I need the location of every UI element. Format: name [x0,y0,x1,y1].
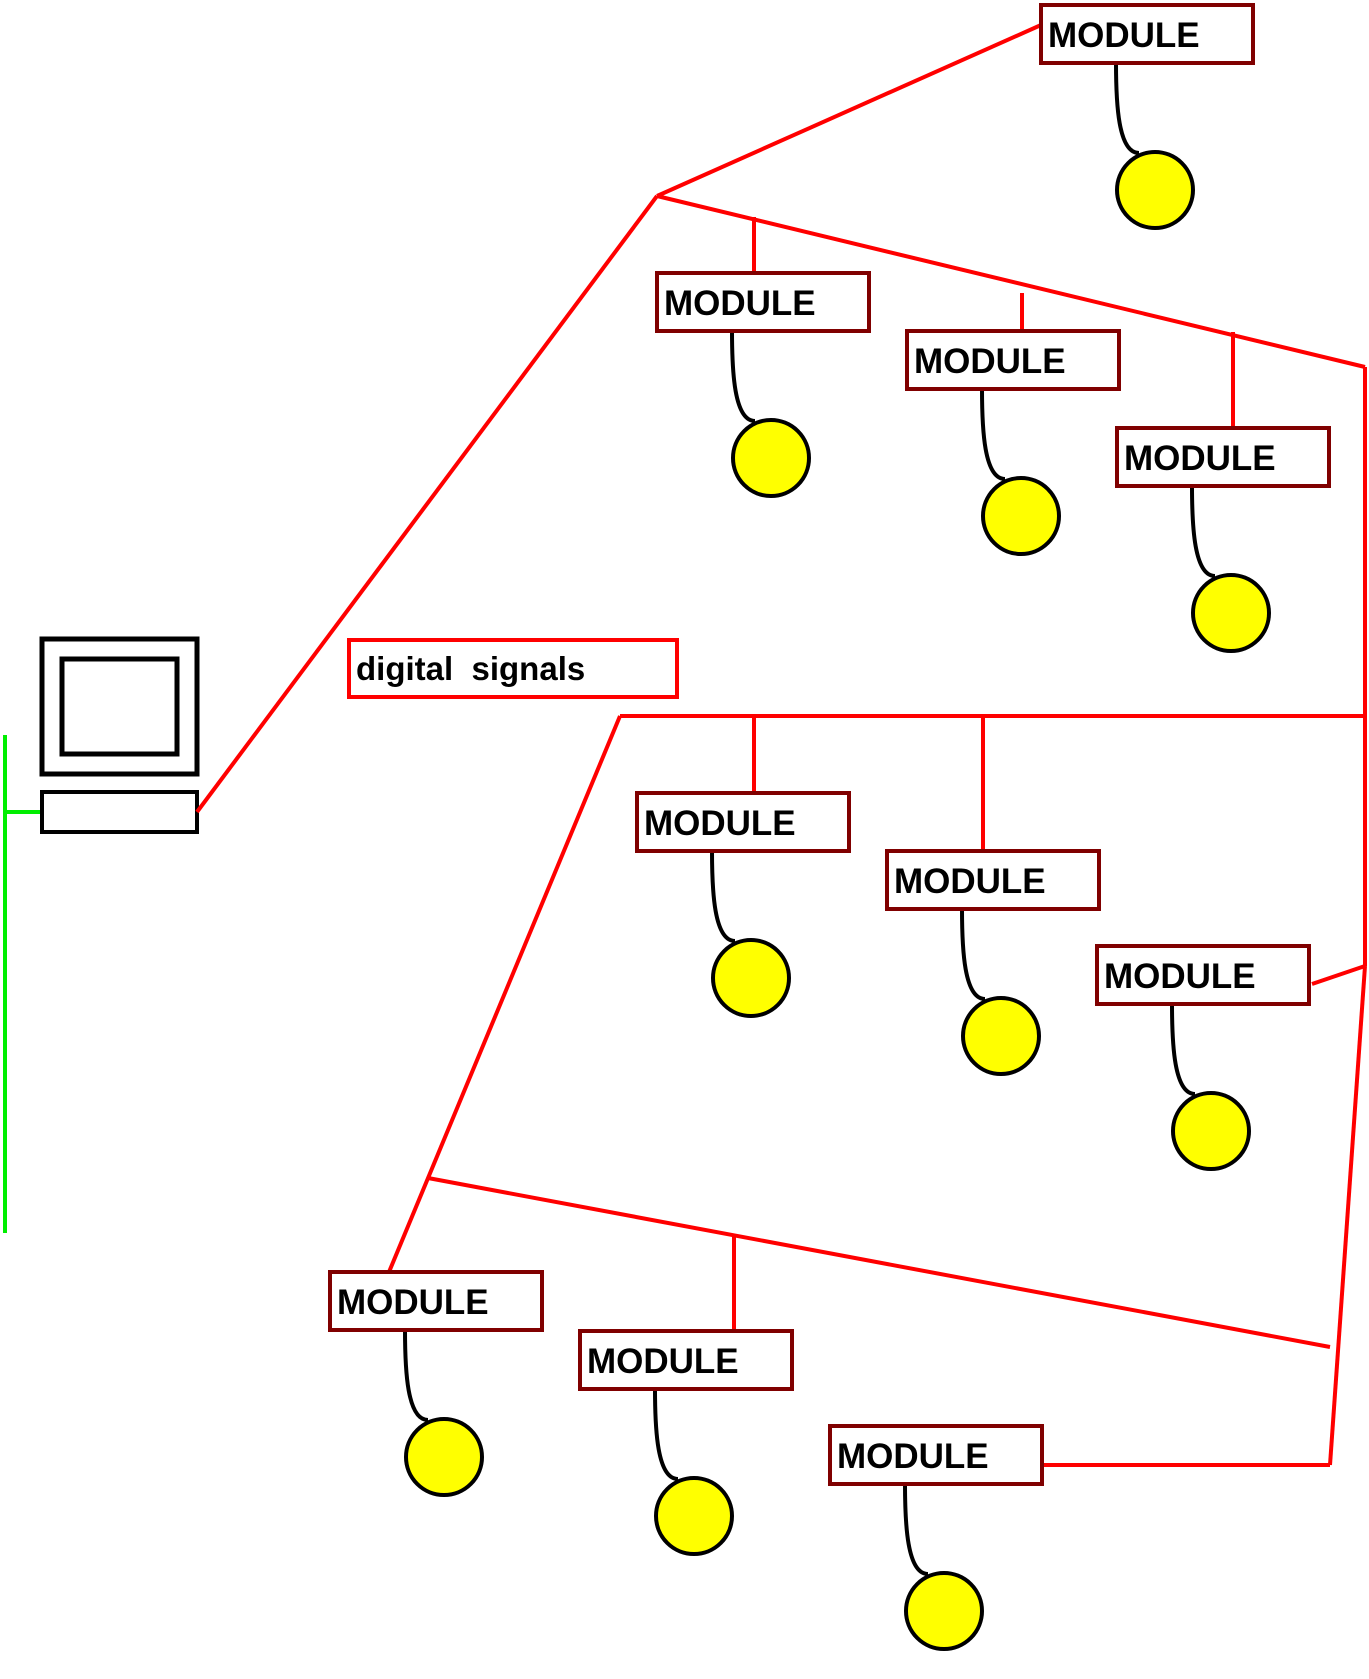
lamp-bulb-icon [961,996,1041,1076]
keyboard [40,790,199,834]
module-label: MODULE [1104,957,1256,996]
module-5: MODULE [635,791,851,1018]
module-label: MODULE [644,804,796,843]
bus-upper-diagonal [656,194,1366,369]
bus-lower-diagonal [427,1176,1331,1349]
lamp-bulb-icon [1171,1091,1251,1171]
module-3: MODULE [905,329,1121,556]
signal-label: digital signals [356,650,585,687]
lamp-cord [1114,62,1140,155]
bus-hub-to-top-module [656,23,1042,198]
module-label: MODULE [1124,439,1276,478]
module-label: MODULE [337,1283,489,1322]
network-line [3,735,42,1233]
lamp-cord [653,1388,679,1481]
lamp-bulb-icon [904,1571,984,1651]
lamp-bulb-icon [731,418,811,498]
desktop-computer-icon [39,636,200,834]
monitor-frame [39,636,200,777]
signal-label-box: digital signals [347,638,679,699]
module-9: MODULE [578,1329,794,1556]
lamp-bulb-icon [981,476,1061,556]
module-label: MODULE [914,342,1066,381]
lamp-cord [403,1329,429,1422]
module-layer: MODULE MODULE MODULE MODULE MODULE MODULE MODU… [328,3,1331,1651]
module-box [578,1329,794,1391]
lamp-cord [730,330,756,423]
monitor-screen [59,656,180,757]
lamp-bulb-icon [711,938,791,1018]
module-label: MODULE [587,1342,739,1381]
bus-lines [195,23,1367,1467]
lamp-cord [980,388,1006,481]
module-8: MODULE [328,1270,544,1497]
module-1: MODULE [1039,3,1255,230]
module-box [1115,426,1331,488]
module-label: MODULE [664,284,816,323]
lamp-bulb-icon [654,1476,734,1556]
lamp-cord [960,908,986,1001]
module-box [885,849,1101,911]
module-2: MODULE [655,271,871,498]
module-box [828,1424,1044,1486]
module-box [1095,944,1311,1006]
bus-computer-to-hub [195,194,659,814]
module-box [655,271,871,333]
module-4: MODULE [1115,426,1331,653]
bus-right-lower [1328,965,1367,1466]
module-box [328,1270,544,1332]
lamp-bulb-icon [1115,150,1195,230]
lamp-cord [903,1483,929,1576]
module-box [905,329,1121,391]
module-7: MODULE [1095,944,1311,1171]
module-label: MODULE [837,1437,989,1476]
module-box [1039,3,1255,65]
lamp-bulb-icon [404,1417,484,1497]
module-10: MODULE [828,1424,1044,1651]
lamp-cord [710,850,736,943]
module-6: MODULE [885,849,1101,1076]
lamp-bulb-icon [1191,573,1271,653]
module-label: MODULE [894,862,1046,901]
bus-left-diagonal [387,715,622,1273]
lamp-cord [1170,1003,1196,1096]
module-box [635,791,851,853]
module-label: MODULE [1048,16,1200,55]
lamp-cord [1190,485,1216,578]
